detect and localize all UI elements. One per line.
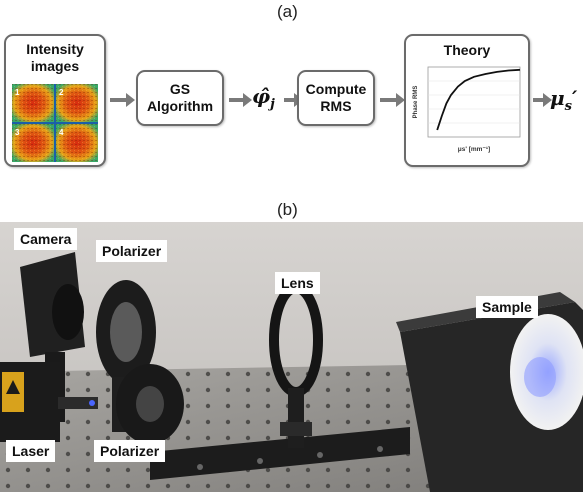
arrow-phi-to-rms bbox=[284, 93, 303, 107]
gs-line1: GS bbox=[169, 80, 191, 97]
sample-label: Sample bbox=[476, 296, 538, 318]
chart-plot-area bbox=[427, 66, 521, 138]
theory-box: Theory Phase RMS μs' [mm⁻¹] bbox=[404, 34, 530, 167]
theory-title: Theory bbox=[443, 42, 491, 58]
compute-rms-box: Compute RMS bbox=[297, 70, 375, 126]
gs-algorithm-box: GS Algorithm bbox=[136, 70, 224, 126]
intensity-title-line2: images bbox=[30, 57, 80, 74]
panel-a-label: (a) bbox=[277, 2, 298, 21]
quadrant-2-label: 2 bbox=[59, 88, 64, 97]
chart-ylabel: Phase RMS bbox=[413, 86, 419, 119]
chart-xlabel: μs' [mm⁻¹] bbox=[458, 146, 490, 153]
arrow-theory-to-output bbox=[533, 93, 552, 107]
theory-chart: Phase RMS μs' [mm⁻¹] bbox=[413, 66, 521, 153]
lens-label: Lens bbox=[275, 272, 320, 294]
quadrant-4-label: 4 bbox=[59, 128, 64, 137]
intensity-images-box: Intensity images 1 2 3 4 bbox=[4, 34, 106, 167]
panel-b-label: (b) bbox=[277, 200, 298, 219]
phi-symbol: φ̂j bbox=[252, 84, 275, 112]
quadrant-1-label: 1 bbox=[15, 88, 20, 97]
rms-line2: RMS bbox=[320, 98, 352, 114]
polarizer-bottom-label: Polarizer bbox=[94, 440, 166, 462]
chart-series-line bbox=[436, 68, 521, 131]
laser-label: Laser bbox=[6, 440, 56, 462]
output-mus-symbol: μs′ bbox=[550, 86, 578, 114]
gs-line2: Algorithm bbox=[146, 98, 214, 114]
quadrant-3-label: 3 bbox=[15, 128, 20, 137]
polarizer-top-label: Polarizer bbox=[96, 240, 168, 262]
arrow-gs-to-phi bbox=[229, 93, 252, 107]
camera-label: Camera bbox=[14, 228, 78, 250]
output-prime: ′ bbox=[571, 86, 578, 110]
experimental-setup-photo bbox=[0, 222, 583, 492]
intensity-title: Intensity images bbox=[6, 41, 104, 75]
output-subscript: s bbox=[564, 99, 572, 114]
arrow-rms-to-theory bbox=[380, 93, 405, 107]
phi-subscript: j bbox=[270, 97, 275, 112]
intensity-images-grid: 1 2 3 4 bbox=[12, 84, 98, 162]
intensity-title-line1: Intensity bbox=[26, 41, 84, 57]
arrow-intensity-to-gs bbox=[110, 93, 135, 107]
rms-line1: Compute bbox=[305, 80, 367, 97]
